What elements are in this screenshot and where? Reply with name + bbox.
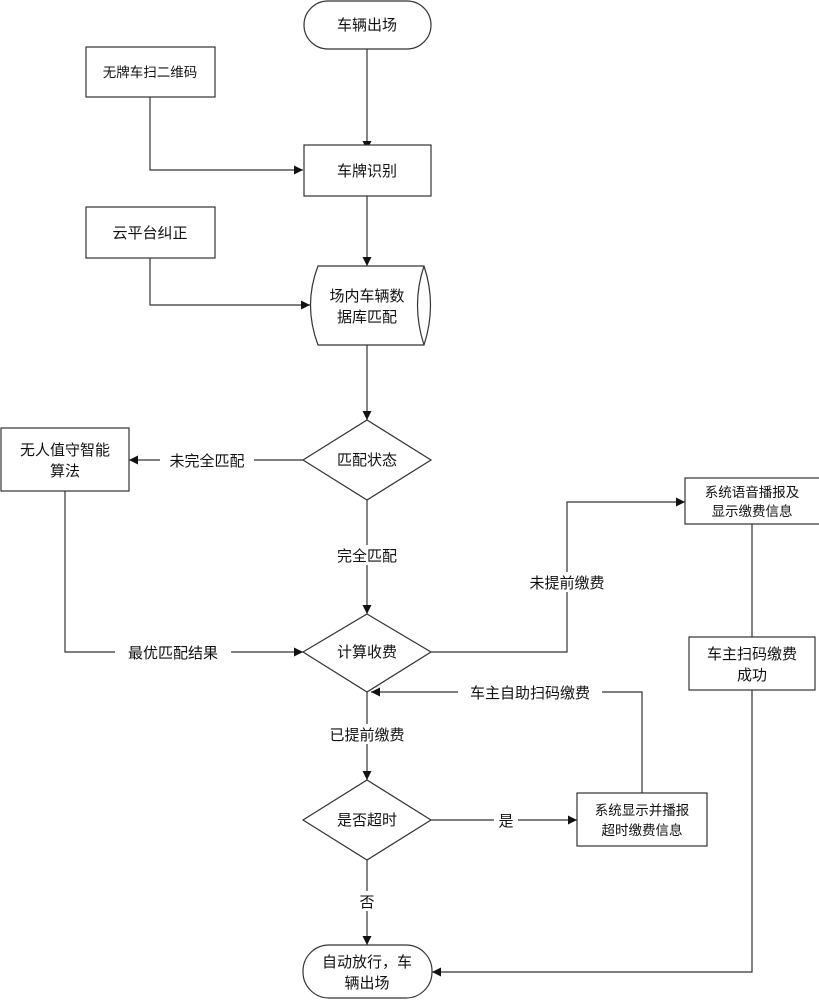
svg-text:算法: 算法 [50,462,80,480]
node-unattended-algorithm: 无人值守智能 算法 [0,427,130,492]
edge-label-yes: 是 [498,812,513,830]
svg-text:匹配状态: 匹配状态 [337,451,397,469]
node-timeout-display: 系统显示并播报 超时缴费信息 [576,792,708,847]
svg-text:无牌车扫二维码: 无牌车扫二维码 [103,64,198,81]
svg-text:车牌识别: 车牌识别 [337,162,397,180]
svg-text:云平台纠正: 云平台纠正 [112,224,187,242]
node-exit-start: 车辆出场 [303,0,432,50]
edge-labels: 未完全匹配 完全匹配 最优匹配结果 未提前缴费 车主自助扫码缴费 已提前缴费 是… [115,450,614,911]
edge-algorithm-to-calcfee [64,491,303,657]
node-calc-fee: 计算收费 [301,613,433,693]
node-match-status: 匹配状态 [301,419,433,501]
edge-label-no: 否 [359,893,374,911]
svg-text:是否超时: 是否超时 [337,811,397,829]
svg-text:显示缴费信息: 显示缴费信息 [712,503,793,520]
edge-label-complete-match: 完全匹配 [337,547,397,565]
edge-label-self-scan-pay: 车主自助扫码缴费 [470,684,590,702]
svg-text:自动放行，车: 自动放行，车 [322,953,412,971]
node-timeout-check: 是否超时 [301,779,433,861]
svg-text:无人值守智能: 无人值守智能 [20,441,110,459]
svg-text:据库匹配: 据库匹配 [337,308,397,326]
svg-text:超时缴费信息: 超时缴费信息 [602,822,683,839]
edge-label-incomplete-match: 未完全匹配 [169,452,244,470]
edge-noplate-to-recognition [149,97,303,175]
svg-text:车辆出场: 车辆出场 [337,16,397,34]
edge-cloud-to-db [149,258,310,310]
svg-text:场内车辆数: 场内车辆数 [329,287,404,305]
node-plate-recognition: 车牌识别 [303,144,432,197]
svg-text:计算收费: 计算收费 [337,643,397,661]
svg-text:辆出场: 辆出场 [344,974,389,992]
edge-ownerpay-to-release [432,690,753,977]
node-cloud-correction: 云平台纠正 [85,206,216,259]
node-db-match: 场内车辆数 据库匹配 [309,265,432,346]
svg-text:系统显示并播报: 系统显示并播报 [595,803,690,819]
edge-label-prepaid: 已提前缴费 [329,726,404,744]
svg-text:成功: 成功 [737,666,767,684]
svg-text:车主扫码缴费: 车主扫码缴费 [707,645,797,663]
node-auto-release: 自动放行，车 辆出场 [302,944,433,999]
node-owner-scan-pay: 车主扫码缴费 成功 [688,636,816,691]
node-voice-broadcast: 系统语音播报及 显示缴费信息 [684,477,819,525]
edge-label-best-match-result: 最优匹配结果 [128,644,218,662]
node-no-plate-scan: 无牌车扫二维码 [85,46,216,98]
svg-text:系统语音播报及: 系统语音播报及 [705,484,800,501]
edge-label-not-prepaid: 未提前缴费 [529,574,604,592]
